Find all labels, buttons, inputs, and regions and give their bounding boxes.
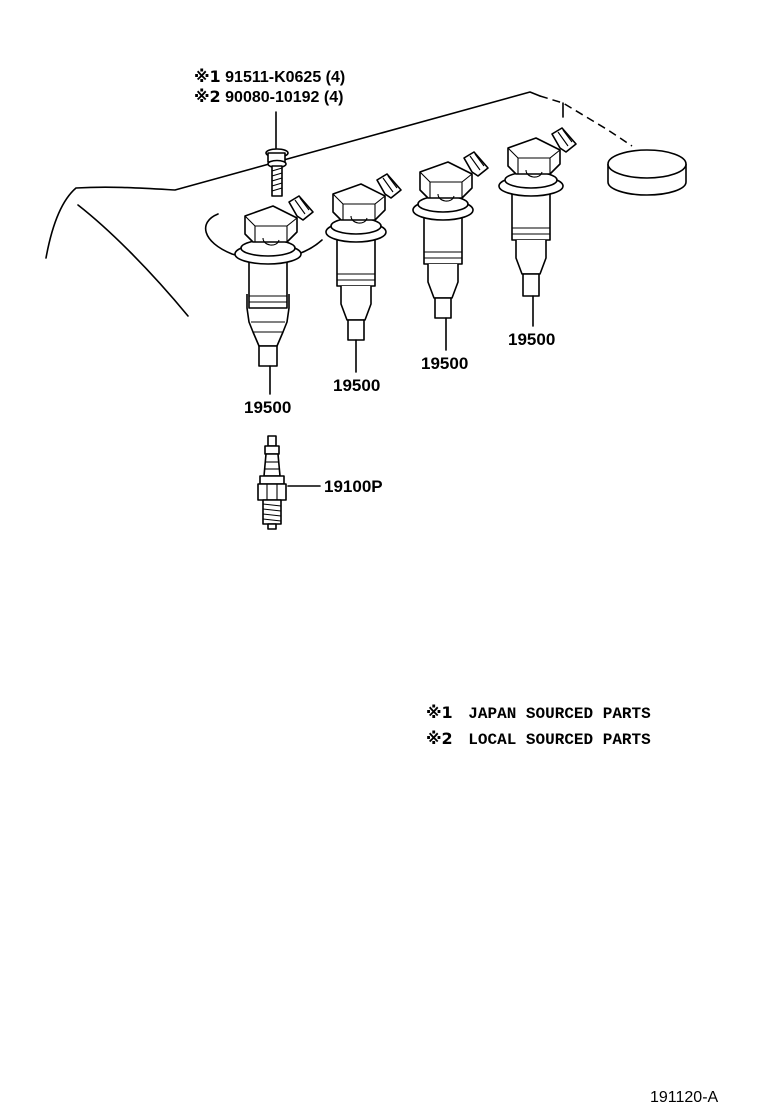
legend-1: ※1 JAPAN SOURCED PARTS — [426, 703, 651, 723]
head-cover-edge — [77, 204, 189, 317]
head-cover-outline — [45, 91, 541, 259]
coil-1-label: 19500 — [244, 398, 292, 417]
bolt-callout-2: ※2 90080-10192 (4) — [194, 89, 343, 106]
legend-1-marker: ※1 — [426, 703, 453, 722]
bolt-callout-2-marker: ※2 — [194, 87, 221, 106]
oil-filler-cap — [607, 149, 687, 196]
legend-2: ※2 LOCAL SOURCED PARTS — [426, 729, 651, 749]
bolt-callout-1-part: 91511-K0625 (4) — [225, 69, 346, 86]
legend-2-text: LOCAL SOURCED PARTS — [468, 731, 651, 749]
spark-plug — [257, 435, 287, 530]
ignition-coil-2 — [325, 173, 402, 341]
ignition-coil-3 — [412, 151, 489, 319]
bolt-callout-2-part: 90080-10192 (4) — [225, 89, 344, 106]
ignition-coil-1 — [234, 195, 314, 367]
bolt-callout-1-marker: ※1 — [194, 67, 221, 86]
figure-code: 191120-A — [650, 1089, 719, 1106]
bolt — [265, 111, 289, 197]
bolt-callout-1: ※1 91511-K0625 (4) — [194, 69, 345, 86]
legend-1-text: JAPAN SOURCED PARTS — [468, 705, 651, 723]
coil-3-label: 19500 — [421, 354, 469, 373]
coil-4-label: 19500 — [508, 330, 556, 349]
spark-plug-label: 19100P — [324, 477, 383, 496]
coil-2-label: 19500 — [333, 376, 381, 395]
ignition-coil-4 — [498, 127, 577, 297]
legend-2-marker: ※2 — [426, 729, 453, 748]
